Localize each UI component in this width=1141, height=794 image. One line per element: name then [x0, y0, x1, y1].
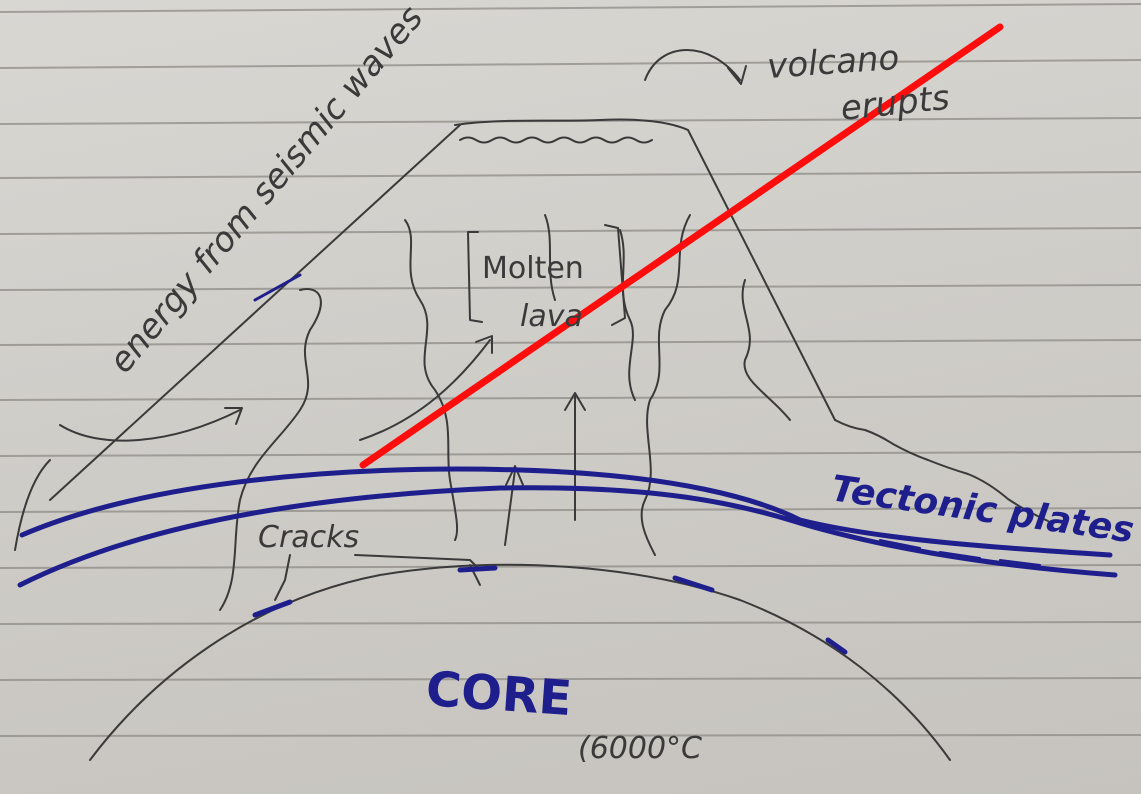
- pen-sketch: [17, 273, 1118, 655]
- eruption-arrow: [644, 49, 741, 81]
- plate-hatch: [819, 529, 1041, 566]
- magma-channel-4: [619, 229, 636, 401]
- cracks-pointer: [274, 554, 291, 601]
- red-annotation-line: [359, 23, 1004, 469]
- bracket-right: [604, 224, 626, 326]
- arrow-to-lava: [359, 339, 491, 441]
- volcano-crater-top: [454, 118, 689, 131]
- volcano-right-slope: [687, 129, 836, 421]
- crack-mark-3: [672, 575, 715, 593]
- slope-overlay: [253, 273, 302, 302]
- bracket-left: [467, 231, 483, 323]
- magma-channel-1: [219, 288, 322, 611]
- tectonic-plate-upper: [19, 466, 1113, 558]
- volcano-left-slope: [49, 124, 461, 501]
- label-core: CORE: [424, 661, 573, 727]
- core-boundary: [89, 563, 951, 761]
- tectonic-plate-lower: [17, 485, 1118, 588]
- crack-mark-1: [252, 599, 293, 618]
- label-seismic-waves: energy from seismic waves: [101, 0, 431, 381]
- label-lava: lava: [520, 299, 583, 334]
- magma-channel-3: [544, 214, 556, 301]
- volcano-right-base: [834, 419, 1049, 522]
- magma-channel-6: [741, 279, 791, 421]
- label-cracks: Cracks: [258, 520, 359, 555]
- label-molten: Molten: [482, 251, 584, 286]
- label-core-temperature: (6000°C: [578, 731, 702, 766]
- crater-rim-wavy: [459, 136, 653, 144]
- crack-mark-2: [457, 565, 498, 573]
- lower-left-curve: [14, 459, 51, 551]
- label-volcano: volcano: [766, 38, 901, 87]
- arrow-up-crack: [504, 469, 516, 546]
- ruled-lines: [0, 3, 1141, 737]
- arrow-left-curve: [59, 409, 241, 442]
- pencil-sketch: [14, 49, 1049, 761]
- label-erupts: erupts: [839, 78, 952, 129]
- magma-channel-5: [640, 214, 691, 556]
- crack-mark-4: [825, 637, 848, 655]
